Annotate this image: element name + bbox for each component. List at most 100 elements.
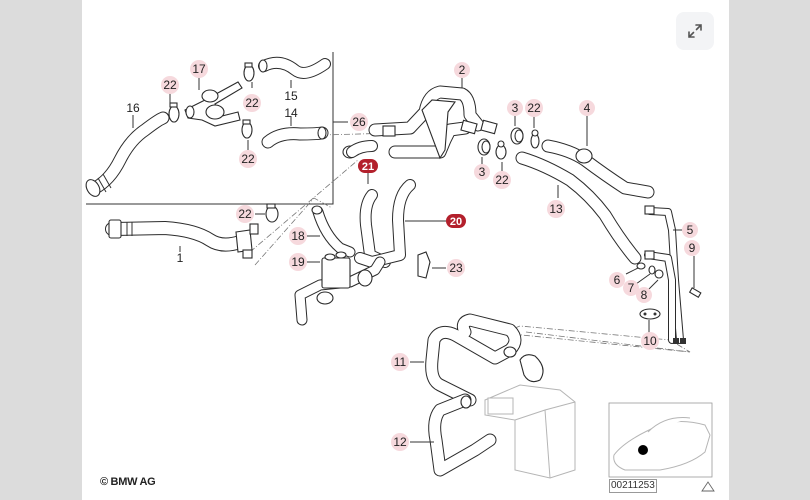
part-16-hose [85,111,170,197]
leader-lines [132,76,695,443]
callout-3: 3 [507,100,523,116]
part-2-pipe [342,85,498,160]
part-20-hose [354,179,416,268]
callout-16: 16 [126,101,140,115]
svg-text:13: 13 [549,202,563,216]
part-3-ring [510,127,524,145]
svg-text:15: 15 [284,89,298,103]
callout-5: 5 [682,222,698,238]
part-7 [648,265,656,275]
callout-8: 8 [636,287,652,303]
callout-1: 1 [177,251,184,265]
car-locator-inset [608,402,713,478]
callout-19: 19 [289,253,307,271]
callout-23: 23 [447,259,465,277]
svg-text:14: 14 [284,106,298,120]
svg-text:22: 22 [163,78,177,92]
part-3-ring [477,138,491,156]
svg-text:19: 19 [291,255,305,269]
inset-frame [86,52,334,205]
callout-4: 4 [579,100,595,116]
part-6 [636,262,646,270]
svg-text:10: 10 [643,334,657,348]
svg-text:1: 1 [177,251,184,265]
svg-text:12: 12 [393,435,407,449]
callout-12: 12 [391,433,409,451]
svg-text:22: 22 [495,173,509,187]
svg-text:23: 23 [449,261,463,275]
callout-2: 2 [454,62,470,78]
part-19-valve [294,251,386,326]
clamp [243,62,255,82]
expand-arrows-icon [688,24,702,38]
callout-9: 9 [684,240,700,256]
heater-unit [484,384,576,479]
callout-22: 22 [525,99,543,117]
callout-26: 26 [350,113,368,131]
svg-text:21: 21 [362,161,374,173]
svg-text:26: 26 [352,115,366,129]
callout-22: 22 [161,76,179,94]
clamp [530,129,540,149]
location-dot [638,445,648,455]
callout-22: 22 [236,205,254,223]
svg-text:3: 3 [479,165,486,179]
callout-7: 7 [623,280,639,296]
clamp [241,119,253,139]
svg-text:9: 9 [689,241,696,255]
svg-text:20: 20 [450,216,462,228]
connector-line [249,159,359,253]
svg-text:3: 3 [512,101,519,115]
callout-22: 22 [243,94,261,112]
svg-text:22: 22 [238,207,252,221]
part-23-clip [417,251,431,279]
svg-text:7: 7 [628,281,635,295]
svg-text:11: 11 [394,355,407,369]
expand-button[interactable] [676,12,714,50]
svg-text:6: 6 [614,273,621,287]
part-17-tee [184,81,243,127]
part-10-bracket [639,308,661,320]
svg-text:17: 17 [192,62,206,76]
callout-15: 15 [284,89,298,103]
callout-3: 3 [474,164,490,180]
part-13-hose [515,151,642,265]
callout-21: 21 [358,159,378,173]
part-15-hose [258,56,331,79]
svg-text:18: 18 [291,229,305,243]
callout-17: 17 [190,60,208,78]
svg-text:5: 5 [687,223,694,237]
part-18-hose [311,205,356,258]
diagram-number: 00211253 [609,479,657,493]
part-4-hose [541,139,655,199]
callout-20: 20 [446,214,466,228]
clamp [265,203,279,223]
part-8 [654,269,664,279]
copyright-label: © BMW AG [100,476,156,488]
callout-13: 13 [547,200,565,218]
svg-text:16: 16 [126,101,140,115]
warning-triangle-icon [701,481,715,492]
callout-6: 6 [609,272,625,288]
connector-line [525,331,691,353]
clamp [495,140,507,160]
part-5-pipe [644,205,686,344]
callout-22: 22 [239,150,257,168]
part-1-hose [105,219,259,259]
callout-14: 14 [284,106,298,120]
svg-text:22: 22 [245,96,259,110]
svg-text:2: 2 [459,63,466,77]
connector-line [501,325,691,353]
part-12-hose [428,393,497,477]
part-11-hose [425,313,544,407]
callout-10: 10 [641,332,659,350]
callout-22: 22 [493,171,511,189]
connector-line [254,197,333,266]
part-9-bolt [688,287,702,298]
svg-text:4: 4 [584,101,591,115]
svg-text:8: 8 [641,288,648,302]
part-21-hose [359,189,391,268]
part-14-hose [261,126,329,149]
svg-text:22: 22 [241,152,255,166]
